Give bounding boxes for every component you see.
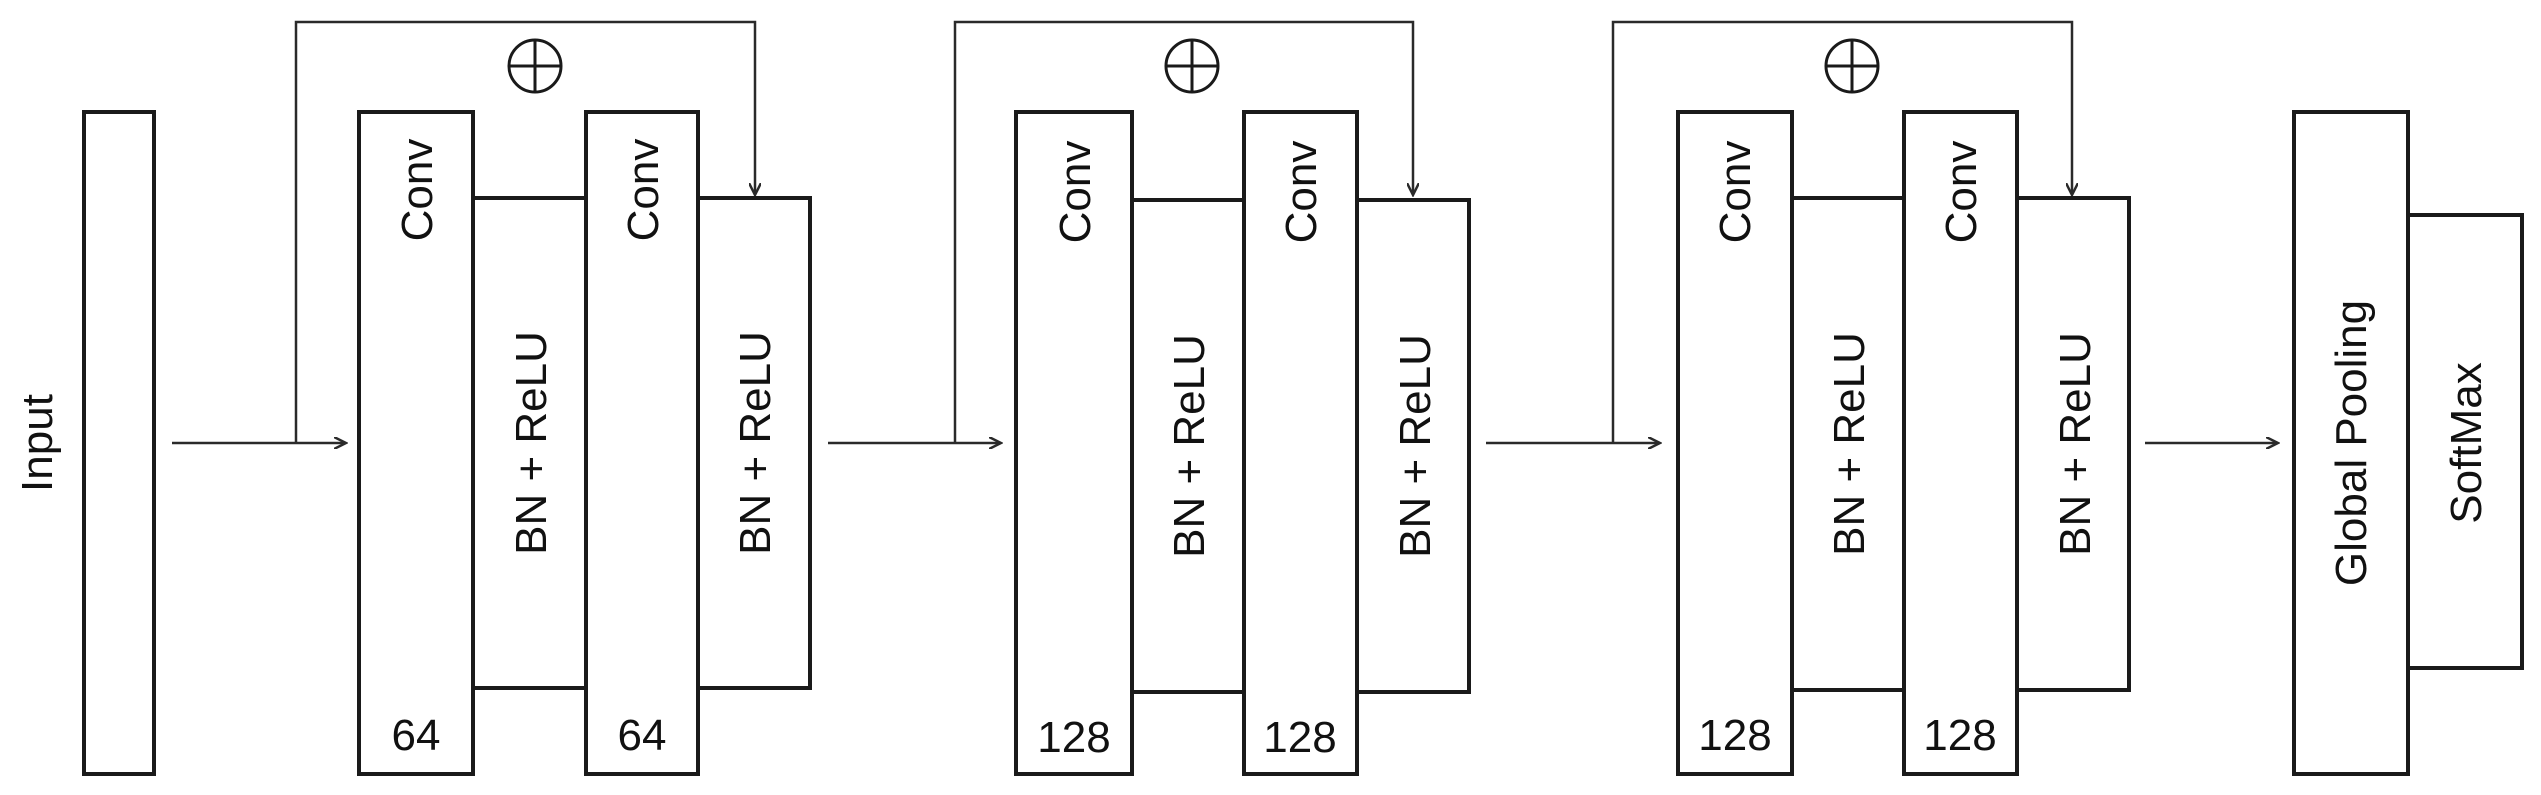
softmax-label: SoftMax bbox=[2442, 362, 2491, 523]
add-circle-icon bbox=[507, 38, 563, 94]
residual-block-1: Conv 64 BN + ReLU Conv 64 BN + ReLU bbox=[294, 20, 812, 776]
input-label: Input bbox=[13, 394, 62, 492]
skip-connection-2 bbox=[953, 20, 1413, 443]
conv-label: Conv bbox=[393, 139, 442, 242]
conv-box bbox=[357, 110, 475, 776]
bn-relu-label: BN + ReLU bbox=[731, 331, 780, 555]
bn-relu-label: BN + ReLU bbox=[1391, 334, 1440, 558]
conv-label: Conv bbox=[1711, 141, 1760, 244]
conv-filters: 64 bbox=[392, 711, 441, 760]
bn-relu-box bbox=[471, 196, 588, 690]
skip-connection-3 bbox=[1611, 20, 2072, 443]
bn-relu-box bbox=[2015, 196, 2131, 692]
output-stage: Global Pooling SoftMax bbox=[2292, 110, 2524, 776]
conv-label: Conv bbox=[1051, 141, 1100, 244]
conv-filters: 128 bbox=[1037, 713, 1110, 762]
bn-relu-label: BN + ReLU bbox=[1165, 334, 1214, 558]
skip-connection-1 bbox=[294, 20, 755, 443]
bn-relu-label: BN + ReLU bbox=[2051, 332, 2100, 556]
global-pooling-label: Global Pooling bbox=[2327, 300, 2376, 586]
input-box bbox=[82, 110, 156, 776]
conv-box bbox=[1014, 110, 1134, 776]
conv-label: Conv bbox=[1937, 141, 1986, 244]
bn-relu-box bbox=[696, 196, 812, 690]
conv-label: Conv bbox=[1277, 141, 1326, 244]
bn-relu-label: BN + ReLU bbox=[507, 331, 556, 555]
conv-box bbox=[1902, 110, 2019, 776]
conv-filters: 128 bbox=[1263, 713, 1336, 762]
conv-box bbox=[1242, 110, 1359, 776]
global-pooling-box bbox=[2292, 110, 2410, 776]
conv-filters: 64 bbox=[618, 711, 667, 760]
add-circle-icon bbox=[1164, 38, 1220, 94]
residual-block-3: Conv 128 BN + ReLU Conv 128 BN + ReLU bbox=[1611, 20, 2131, 776]
add-circle-icon bbox=[1824, 38, 1880, 94]
conv-filters: 128 bbox=[1923, 711, 1996, 760]
conv-label: Conv bbox=[619, 139, 668, 242]
bn-relu-label: BN + ReLU bbox=[1825, 332, 1874, 556]
conv-filters: 128 bbox=[1698, 711, 1771, 760]
conv-box bbox=[584, 110, 700, 776]
bn-relu-box bbox=[1355, 198, 1471, 694]
residual-block-2: Conv 128 BN + ReLU Conv 128 BN + ReLU bbox=[953, 20, 1471, 776]
conv-box bbox=[1676, 110, 1794, 776]
bn-relu-box bbox=[1790, 196, 1906, 692]
softmax-box bbox=[2406, 213, 2524, 670]
